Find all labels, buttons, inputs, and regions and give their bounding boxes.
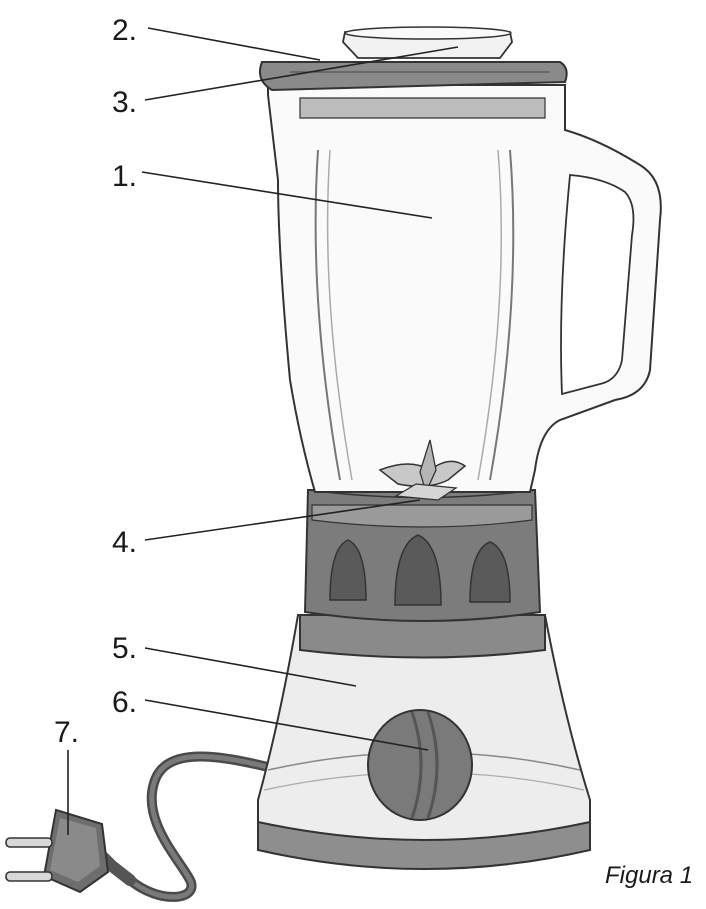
figure-caption: Figura 1 (605, 862, 693, 889)
callout-label-3: 3. (112, 86, 137, 119)
leader-line-3 (144, 46, 459, 101)
callout-label-7: 7. (54, 716, 79, 749)
callout-label-6: 6. (112, 686, 137, 719)
lid-cap (342, 26, 513, 59)
leader-line-6 (144, 699, 429, 751)
blade-assembly (378, 439, 467, 501)
callout-label-2: 2. (112, 14, 137, 47)
lid (259, 61, 568, 92)
leader-line-2 (147, 27, 321, 61)
leader-line-1 (141, 171, 433, 219)
power-cord (125, 751, 305, 902)
power-plug (5, 808, 136, 894)
leader-line-4 (144, 499, 421, 541)
leader-lines (67, 27, 459, 835)
leader-line-5 (144, 647, 357, 687)
callout-label-5: 5. (112, 632, 137, 665)
jug (267, 84, 662, 493)
callout-label-4: 4. (112, 526, 137, 559)
speed-control-knob (367, 709, 473, 821)
coupling-collar (303, 489, 542, 622)
callout-label-1: 1. (112, 160, 137, 193)
